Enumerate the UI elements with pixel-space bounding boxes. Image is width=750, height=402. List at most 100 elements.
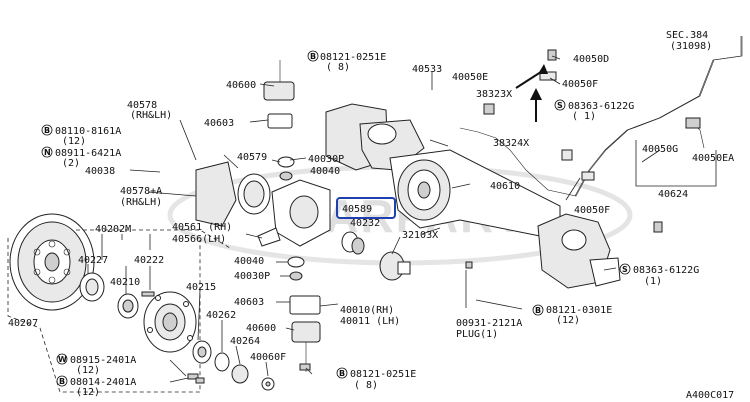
- label-40060f: 40060F: [250, 352, 286, 363]
- label-08014-2401a: 08014-2401A: [70, 377, 136, 388]
- nut-symbol-icon: N: [41, 146, 53, 158]
- bolt-symbol-icon: B: [41, 124, 53, 136]
- seal-40579: [237, 173, 271, 215]
- label-40050g: 40050G: [642, 144, 678, 155]
- label-qty-1-top: ( 1): [572, 111, 596, 122]
- label-40600-mid: 40600: [246, 323, 276, 334]
- drive-flange: [379, 251, 411, 281]
- label-40030p-top: 40030P: [308, 154, 344, 165]
- label-rhlh-2: (RH&LH): [120, 197, 162, 208]
- bearing-40210: [117, 293, 139, 319]
- label-08121-0251e-bot: 08121-0251E: [350, 369, 416, 380]
- label-08121-0301e: 08121-0301E: [546, 305, 612, 316]
- label-40040-mid: 40040: [234, 256, 264, 267]
- label-plug: PLUG(1): [456, 329, 498, 340]
- stud-bolts: [141, 291, 205, 384]
- label-40207: 40207: [8, 318, 38, 329]
- lower-kingpin-stack: [287, 256, 321, 372]
- label-40011-lh: 40011 (LH): [340, 316, 400, 327]
- label-32103x: 32103X: [402, 230, 438, 241]
- label-40050ea: 40050EA: [692, 153, 734, 164]
- label-40227: 40227: [78, 255, 108, 266]
- label-qty-8-bot: ( 8): [354, 380, 378, 391]
- svg-text:B: B: [310, 52, 316, 61]
- label-40603-top: 40603: [204, 118, 234, 129]
- axle-housing-40610: [389, 149, 561, 241]
- diagram-code: A400C017: [686, 390, 734, 401]
- label-40215: 40215: [186, 282, 216, 293]
- bracket-outline-40624: [635, 140, 717, 187]
- label-qty-12d: (12): [76, 387, 100, 398]
- washer-symbol-icon: W: [56, 353, 68, 365]
- backing-plate-40578: [195, 161, 237, 227]
- label-08121-0251e-top: 08121-0251E: [320, 52, 386, 63]
- bolt-symbol-icon: B: [336, 367, 348, 379]
- label-sec384: SEC.384: [666, 30, 708, 41]
- svg-text:B: B: [59, 377, 65, 386]
- label-qty-2: (2): [62, 158, 80, 169]
- label-40600-top: 40600: [226, 80, 256, 91]
- label-qty-12b: (12): [556, 315, 580, 326]
- label-40050e: 40050E: [452, 72, 488, 83]
- label-08915-2401a: 08915-2401A: [70, 355, 136, 366]
- label-40578a: 40578+A: [120, 186, 162, 197]
- label-40050f-top: 40050F: [562, 79, 598, 90]
- screw-symbol-icon: S: [554, 99, 566, 111]
- svg-text:B: B: [44, 126, 50, 135]
- label-38324x: 38324X: [493, 138, 529, 149]
- label-08363-6122g-mid: 08363-6122G: [633, 265, 699, 276]
- washer-40262: [214, 352, 230, 372]
- hub-40202m: [143, 291, 197, 353]
- label-40202m: 40202M: [95, 224, 131, 235]
- label-40050d: 40050D: [573, 54, 609, 65]
- knuckle-40010: [257, 179, 331, 247]
- label-40010-rh: 40010(RH): [340, 305, 394, 316]
- bolt-symbol-icon: B: [307, 50, 319, 62]
- upper-kingpin-stack: [263, 60, 295, 181]
- bolt-symbol-icon: B: [56, 375, 68, 387]
- label-40040-top: 40040: [310, 166, 340, 177]
- bearing-40215: [192, 340, 212, 364]
- label-40533: 40533: [412, 64, 442, 75]
- svg-text:N: N: [44, 148, 51, 157]
- label-40210: 40210: [110, 277, 140, 288]
- screw-symbol-icon: S: [619, 263, 631, 275]
- svg-text:B: B: [339, 369, 345, 378]
- seal-40232: [341, 231, 365, 255]
- label-08110-8161a: 08110-8161A: [55, 126, 121, 137]
- label-40222: 40222: [134, 255, 164, 266]
- leader-lines: [87, 55, 661, 383]
- label-40589: 40589: [342, 204, 372, 215]
- label-40038: 40038: [85, 166, 115, 177]
- cap-40060f: [261, 377, 275, 391]
- label-sec384-ref: (31098): [670, 41, 712, 52]
- part-labels: SEC.384 (31098) 40050D 40050E 40050F 081…: [8, 30, 734, 398]
- label-40610: 40610: [490, 181, 520, 192]
- label-38323x: 38323X: [476, 89, 512, 100]
- nut-40264: [231, 364, 249, 384]
- differential-carrier: [537, 213, 621, 289]
- label-00931-2121a: 00931-2121A: [456, 318, 522, 329]
- label-40262: 40262: [206, 310, 236, 321]
- label-40566-lh: 40566(LH): [172, 234, 226, 245]
- label-40603-mid: 40603: [234, 297, 264, 308]
- label-40050f-mid: 40050F: [574, 205, 610, 216]
- hub-seal-40227: [79, 272, 105, 302]
- label-40624: 40624: [658, 189, 688, 200]
- svg-text:W: W: [58, 355, 67, 364]
- label-rhlh-1: (RH&LH): [130, 110, 172, 121]
- label-40232: 40232: [350, 218, 380, 229]
- label-40030p-mid: 40030P: [234, 271, 270, 282]
- arrows: [515, 64, 548, 122]
- svg-text:S: S: [622, 265, 628, 274]
- svg-text:B: B: [535, 306, 541, 315]
- bolt-symbol-icon: B: [532, 304, 544, 316]
- brake-hose-fittings: [483, 49, 701, 233]
- dashed-assembly-outline: [7, 229, 231, 393]
- svg-text:S: S: [557, 101, 563, 110]
- brake-rotor: [9, 213, 95, 311]
- plug-00931: [465, 261, 473, 269]
- label-qty-8-top: ( 8): [326, 62, 350, 73]
- label-40264: 40264: [230, 336, 260, 347]
